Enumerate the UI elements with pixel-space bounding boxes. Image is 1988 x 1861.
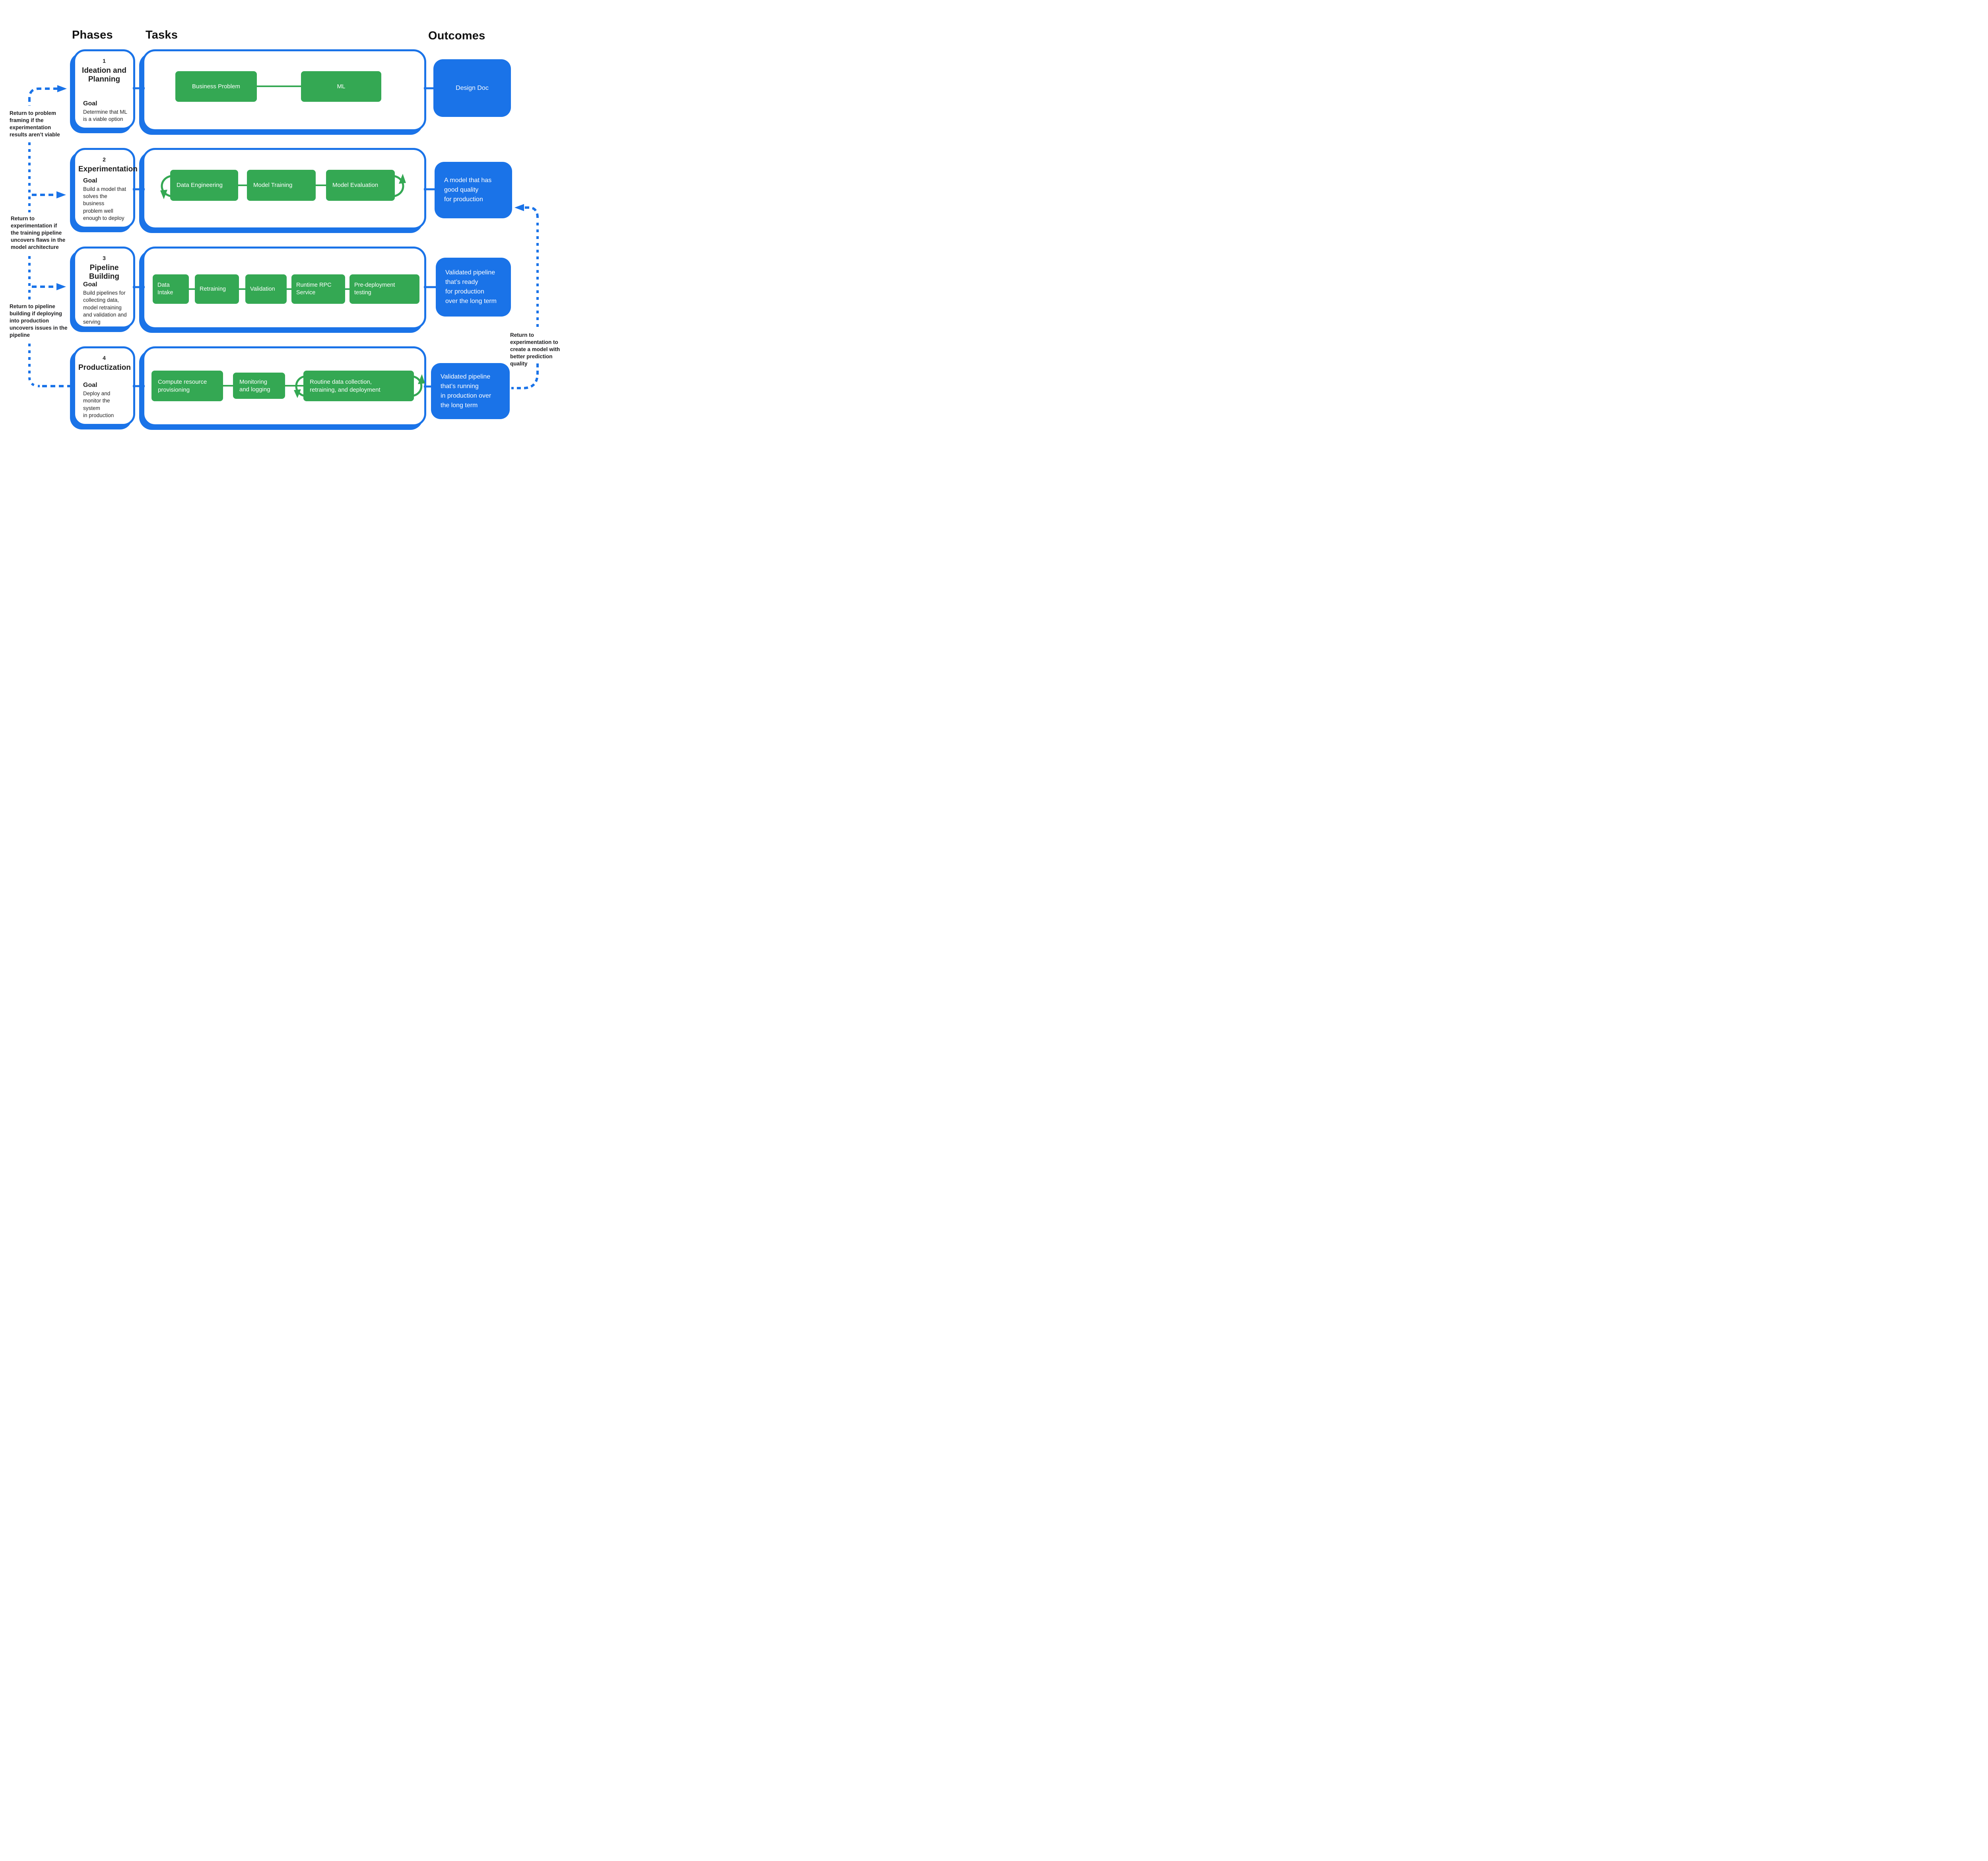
goal-label: Goal <box>83 177 97 184</box>
outcomes-column-header: Outcomes <box>428 29 485 42</box>
task-runtime-rpc-service: Runtime RPC Service <box>291 274 345 304</box>
outcome-good-quality-model: A model that has good quality for produc… <box>435 162 512 218</box>
goal-label: Goal <box>83 100 97 107</box>
task-monitoring-and-logging: Monitoring and logging <box>233 373 285 399</box>
task-ml: ML <box>301 71 381 102</box>
goal-text: Build a model that solves the business p… <box>83 186 126 221</box>
outcome-validated-pipeline-ready: Validated pipeline that’s ready for prod… <box>436 258 511 317</box>
phase-number: 3 <box>103 255 106 261</box>
task-validation: Validation <box>245 274 287 304</box>
task-model-evaluation: Model Evaluation <box>326 170 395 201</box>
task-data-intake: Data Intake <box>153 274 189 304</box>
phase-title: Experimentation <box>78 165 138 173</box>
arrowhead-left-icon <box>514 204 524 211</box>
note-return-to-experimentation-quality: Return to experimentation to create a mo… <box>510 332 560 367</box>
phase-number: 4 <box>103 355 106 361</box>
phase-number: 2 <box>103 156 106 163</box>
task-routine-data-collection: Routine data collection, retraining, and… <box>303 371 414 401</box>
task-retraining: Retraining <box>195 274 239 304</box>
mlops-phases-diagram: Phases Tasks Outcomes 1 Ideation and Pla… <box>0 0 564 465</box>
task-pre-deployment-testing: Pre-deployment testing <box>349 274 419 304</box>
arrowhead-right-icon <box>56 191 66 198</box>
blue-connector-stubs <box>133 87 437 388</box>
phase-card-pipeline-building: 3 Pipeline Building Goal Build pipelines… <box>73 247 135 328</box>
goal-label: Goal <box>83 281 97 288</box>
goal-label: Goal <box>83 382 97 389</box>
phase-title: Productization <box>78 363 131 372</box>
phase-goal: Goal Build a model that solves the busin… <box>78 177 130 222</box>
arrowhead-right-icon <box>56 283 66 290</box>
outcome-design-doc: Design Doc <box>433 59 511 117</box>
goal-text: Deploy and monitor the system in product… <box>83 390 114 418</box>
goal-text: Determine that ML is a viable option <box>83 109 128 122</box>
phase-number: 1 <box>103 58 106 64</box>
note-return-to-experimentation: Return to experimentation if the trainin… <box>11 216 66 251</box>
goal-text: Build pipelines for collecting data, mod… <box>83 290 127 325</box>
arrowhead-right-icon <box>57 85 67 92</box>
phases-column-header: Phases <box>72 29 113 41</box>
task-model-training: Model Training <box>247 170 316 201</box>
phase-title: Ideation and Planning <box>82 66 126 84</box>
tasks-column-header: Tasks <box>146 29 178 41</box>
phase-goal: Goal Deploy and monitor the system in pr… <box>78 382 130 419</box>
outcome-validated-pipeline-running: Validated pipeline that’s running in pro… <box>431 363 510 419</box>
task-data-engineering: Data Engineering <box>170 170 238 201</box>
task-business-problem: Business Problem <box>175 71 257 102</box>
note-return-to-pipeline-building: Return to pipeline building if deploying… <box>10 303 68 338</box>
task-compute-resource-provisioning: Compute resource provisioning <box>151 371 223 401</box>
phase-goal: Goal Determine that ML is a viable optio… <box>78 100 130 123</box>
phase-card-productization: 4 Productization Goal Deploy and monitor… <box>73 346 135 426</box>
phase-title: Pipeline Building <box>89 264 119 281</box>
phase-card-ideation: 1 Ideation and Planning Goal Determine t… <box>73 49 135 130</box>
phase-goal: Goal Build pipelines for collecting data… <box>78 281 130 326</box>
note-return-to-problem-framing: Return to problem framing if the experim… <box>10 110 60 138</box>
phase-card-experimentation: 2 Experimentation Goal Build a model tha… <box>73 148 138 229</box>
